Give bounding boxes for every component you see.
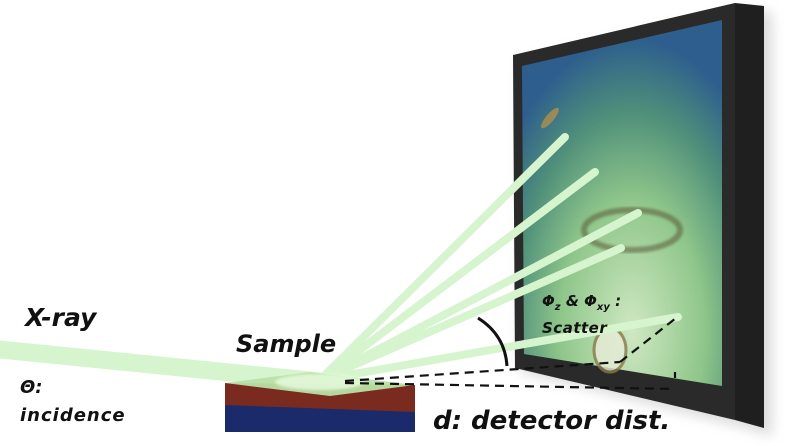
detector-side <box>735 3 764 428</box>
theta-label: Θ: <box>20 377 43 398</box>
detector-distance-label: d: detector dist. <box>433 406 670 436</box>
sample <box>225 372 415 432</box>
beams <box>0 133 682 391</box>
bragg-spot <box>541 107 559 129</box>
scatter-arc <box>581 207 683 253</box>
projection-line <box>619 317 677 363</box>
incident-beam <box>0 340 334 391</box>
detector-screen <box>522 20 722 386</box>
incidence-label: incidence <box>20 405 126 426</box>
sample-label: Sample <box>236 330 336 358</box>
scattered-beam <box>316 133 569 384</box>
scattered-beam <box>316 168 599 384</box>
scattered-beam <box>316 313 682 384</box>
scatter-label: Scatter <box>542 319 608 337</box>
detector <box>513 3 772 436</box>
scatter-angle-arc <box>477 316 509 367</box>
scattered-beam <box>316 209 642 384</box>
phi-label: Φz & Φxy : <box>542 292 621 313</box>
geometry-lines <box>344 317 677 391</box>
scattered-beam <box>316 244 625 384</box>
projection-line <box>344 360 621 383</box>
xray-label: X-ray <box>23 303 98 332</box>
detector-distance-line <box>344 381 676 391</box>
